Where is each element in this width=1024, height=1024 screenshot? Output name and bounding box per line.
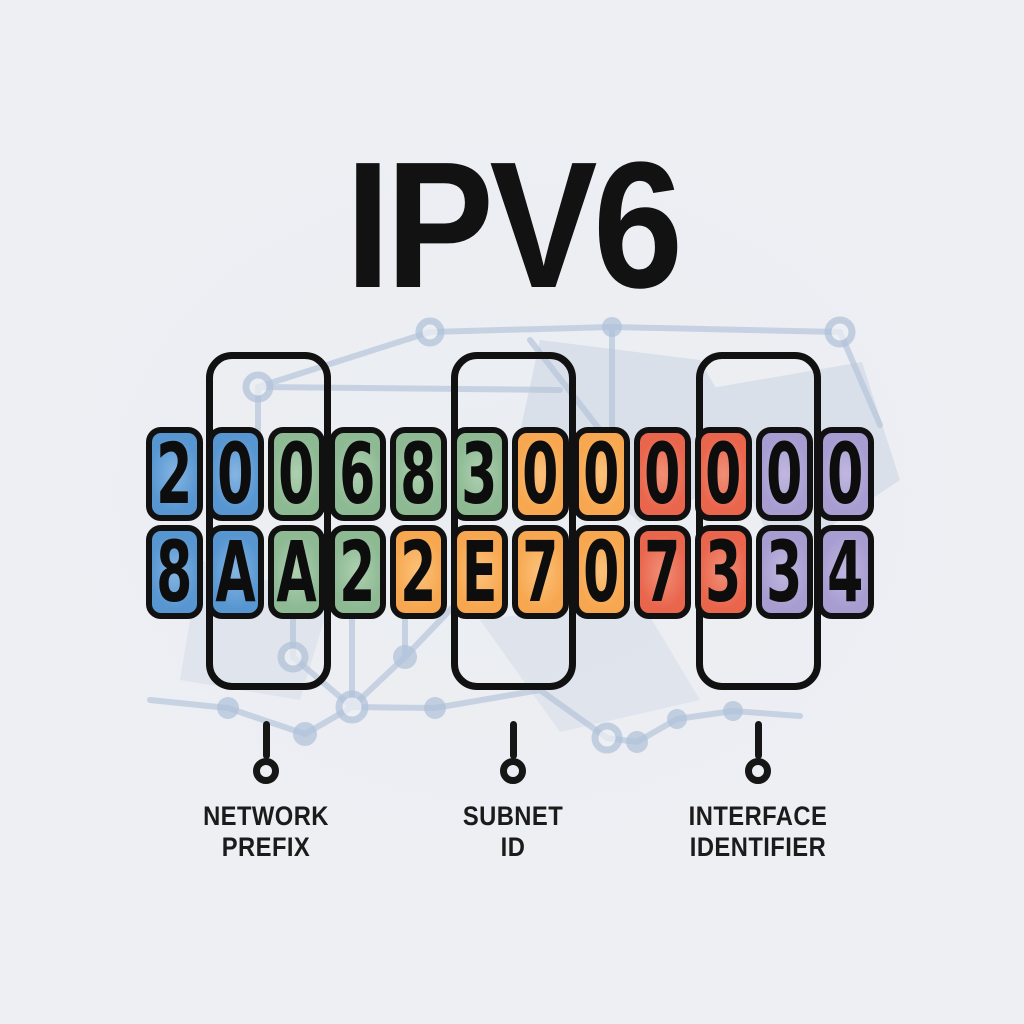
hex-digit-cell: 0	[268, 427, 325, 521]
label-line: IDENTIFIER	[689, 832, 827, 862]
hex-digit-cell: E	[451, 525, 508, 619]
label-subnet-id: SUBNET ID	[383, 801, 643, 863]
pointer-pin-subnet-id	[500, 721, 526, 784]
hex-digit: 6	[339, 425, 376, 523]
ipv6-address-block: 2 0 0 6 8 3 0 0 0 0 0 0 8 A A 2 2 E 7 0 …	[146, 427, 874, 619]
hex-digit-cell: 8	[146, 525, 203, 619]
hex-digit: 8	[156, 523, 193, 621]
address-row-2: 8 A A 2 2 E 7 0 7 3 3 4	[146, 525, 874, 619]
label-line: ID	[500, 832, 526, 862]
pin-ring-icon	[745, 758, 771, 784]
pin-stem	[509, 721, 517, 759]
hex-digit: 0	[583, 523, 620, 621]
pointer-pin-network-prefix	[253, 721, 279, 784]
label-interface-identifier: INTERFACE IDENTIFIER	[628, 801, 888, 863]
hex-digit-cell: A	[207, 525, 264, 619]
hex-digit-cell: 6	[329, 427, 386, 521]
hex-digit: 7	[522, 523, 559, 621]
hex-digit-cell: 0	[756, 427, 813, 521]
hex-digit-cell: 4	[817, 525, 874, 619]
hex-digit: 3	[461, 425, 498, 523]
page-title: IPV6	[345, 125, 683, 326]
hex-digit: 2	[156, 425, 193, 523]
hex-digit: 0	[583, 425, 620, 523]
hex-digit: 0	[827, 425, 864, 523]
hex-digit: 0	[217, 425, 254, 523]
hex-digit-cell: 7	[512, 525, 569, 619]
hex-digit: 0	[644, 425, 681, 523]
hex-digit: 2	[400, 523, 437, 621]
label-network-prefix: NETWORK PREFIX	[136, 801, 396, 863]
hex-digit-cell: 3	[695, 525, 752, 619]
label-line: PREFIX	[221, 832, 311, 862]
hex-digit: 0	[766, 425, 803, 523]
pin-stem	[754, 721, 762, 759]
bracket-subnet-id	[451, 352, 576, 690]
pin-stem	[262, 721, 270, 759]
pointer-pin-interface-identifier	[745, 721, 771, 784]
hex-digit: 3	[766, 523, 803, 621]
hex-digit: 3	[705, 523, 742, 621]
hex-digit: 7	[644, 523, 681, 621]
hex-digit-cell: 0	[634, 427, 691, 521]
label-line: INTERFACE	[688, 801, 828, 831]
hex-digit: 0	[705, 425, 742, 523]
bracket-interface-identifier	[696, 352, 821, 690]
hex-digit: A	[215, 523, 256, 621]
hex-digit-cell: 0	[512, 427, 569, 521]
hex-digit-cell: A	[268, 525, 325, 619]
hex-digit: 8	[400, 425, 437, 523]
label-line: NETWORK	[203, 801, 329, 831]
hex-digit-cell: 7	[634, 525, 691, 619]
hex-digit-cell: 3	[451, 427, 508, 521]
hex-digit-cell: 2	[146, 427, 203, 521]
hex-digit-cell: 0	[817, 427, 874, 521]
hex-digit-cell: 2	[390, 525, 447, 619]
hex-digit-cell: 0	[207, 427, 264, 521]
address-row-1: 2 0 0 6 8 3 0 0 0 0 0 0	[146, 427, 874, 521]
hex-digit: 0	[522, 425, 559, 523]
label-line: SUBNET	[462, 801, 564, 831]
pin-ring-icon	[253, 758, 279, 784]
hex-digit-cell: 3	[756, 525, 813, 619]
hex-digit: 4	[827, 523, 864, 621]
hex-digit-cell: 0	[573, 525, 630, 619]
hex-digit: E	[461, 523, 498, 621]
hex-digit: A	[276, 523, 317, 621]
hex-digit: 2	[339, 523, 376, 621]
pin-ring-icon	[500, 758, 526, 784]
hex-digit-cell: 0	[695, 427, 752, 521]
hex-digit-cell: 2	[329, 525, 386, 619]
hex-digit-cell: 0	[573, 427, 630, 521]
bracket-network-prefix	[206, 352, 331, 690]
hex-digit-cell: 8	[390, 427, 447, 521]
hex-digit: 0	[278, 425, 315, 523]
